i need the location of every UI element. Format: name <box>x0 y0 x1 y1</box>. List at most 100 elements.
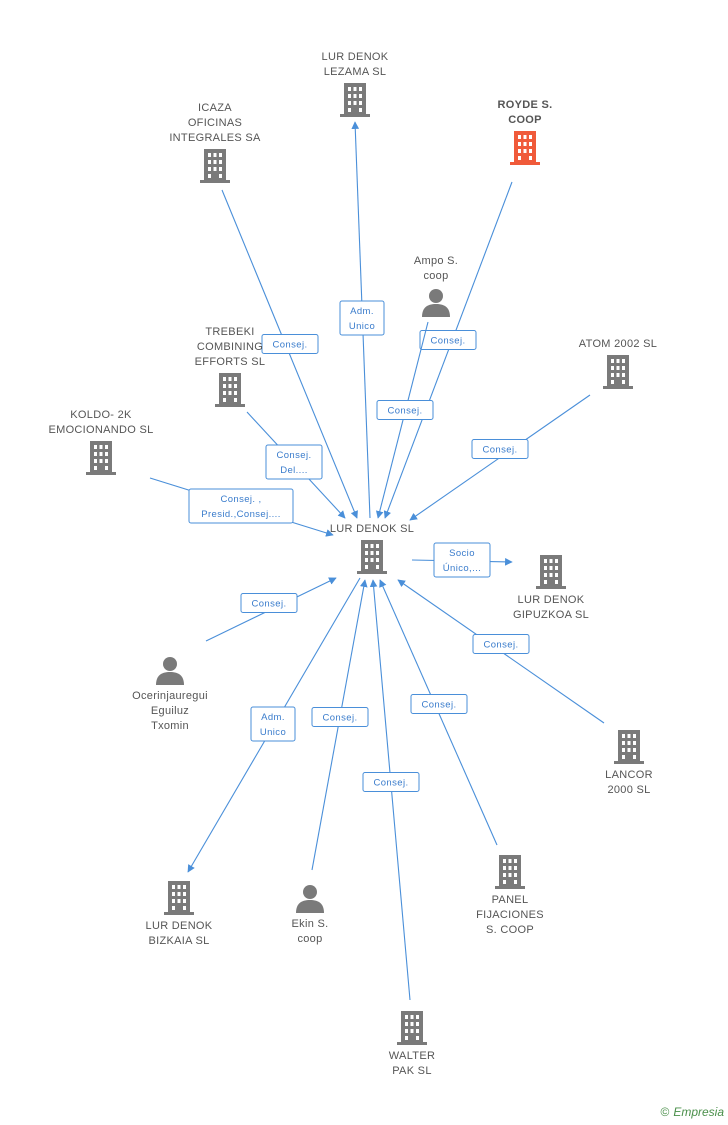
edge-label-box[interactable] <box>362 772 420 792</box>
building-icon <box>357 540 387 574</box>
node-label: LUR DENOK <box>518 594 585 606</box>
node-label: coop <box>423 270 448 282</box>
building-icon <box>495 855 525 889</box>
node-lancor[interactable]: LANCOR 2000 SL <box>605 730 653 796</box>
node-center[interactable]: LUR DENOK SL <box>330 523 414 574</box>
edge-lezama: Adm.Unico <box>339 121 385 519</box>
node-label: LUR DENOK SL <box>330 523 414 535</box>
edge-label-box[interactable] <box>472 634 530 654</box>
node-bizkaia[interactable]: LUR DENOK BIZKAIA SL <box>146 881 213 947</box>
edge-label-box[interactable] <box>261 334 319 354</box>
edge-label-text: Consej. <box>421 700 456 711</box>
node-label: S. COOP <box>486 924 534 936</box>
edge-label-text: Unico <box>260 727 286 738</box>
edge-koldo: Consej. ,Presid.,Consej.... <box>149 477 334 537</box>
node-walter[interactable]: WALTER PAK SL <box>389 1011 435 1077</box>
building-icon <box>164 881 194 915</box>
node-label: GIPUZKOA SL <box>513 609 589 621</box>
edge-label-box[interactable] <box>250 706 296 742</box>
edge-label-text: Consej. <box>272 340 307 351</box>
nodes-layer: LUR DENOK SL LUR DENOK LEZAMA SL ROYDE S.CO… <box>48 51 657 1077</box>
edge-label-box[interactable] <box>339 300 385 336</box>
edge-label-text: Consej. <box>482 445 517 456</box>
edge-label-box[interactable] <box>311 707 369 727</box>
node-label: EFFORTS SL <box>195 356 266 368</box>
node-label: PANEL <box>492 894 529 906</box>
node-label: PAK SL <box>392 1065 432 1077</box>
node-lezama[interactable]: LUR DENOK LEZAMA SL <box>322 51 389 117</box>
node-royde[interactable]: ROYDE S.COOP <box>498 99 553 165</box>
brand-name: Empresia <box>673 1105 724 1119</box>
building-icon <box>200 149 230 183</box>
edge-label-text: Adm. <box>261 712 285 723</box>
building-icon <box>603 355 633 389</box>
node-label: ROYDE S. <box>498 99 553 111</box>
node-label: OFICINAS <box>188 117 242 129</box>
edge-label-text: Consej. <box>430 336 465 347</box>
building-icon <box>86 441 116 475</box>
copyright-symbol: © <box>660 1105 670 1119</box>
node-ampo[interactable]: Ampo S.coop <box>414 255 458 317</box>
person-icon <box>296 885 324 913</box>
person-icon <box>156 657 184 685</box>
edge-icaza: Consej. <box>221 189 358 519</box>
node-gipuzkoa[interactable]: LUR DENOK GIPUZKOA SL <box>513 555 589 621</box>
node-label: FIJACIONES <box>476 909 544 921</box>
node-label: LANCOR <box>605 769 653 781</box>
edge-label-box[interactable] <box>265 444 323 480</box>
node-label: TREBEKI <box>205 326 254 338</box>
edge-label-text: Consej. <box>322 713 357 724</box>
node-ekin[interactable]: Ekin S.coop <box>292 885 329 945</box>
edge-atom: Consej. <box>409 394 591 521</box>
edge-bizkaia: Adm. Unico <box>187 577 361 873</box>
edge-label-text: Socio <box>449 548 475 559</box>
node-label: WALTER <box>389 1050 435 1062</box>
node-atom[interactable]: ATOM 2002 SL <box>579 338 657 389</box>
edge-label-text: Consej. <box>373 778 408 789</box>
node-label: LUR DENOK <box>322 51 389 63</box>
edge-royde: Consej. <box>383 181 513 519</box>
node-label: ICAZA <box>198 102 232 114</box>
edge-label-text: Unico <box>349 321 375 332</box>
edge-label-box[interactable] <box>240 593 298 613</box>
building-icon <box>536 555 566 589</box>
edge-label-box[interactable] <box>471 439 529 459</box>
node-panel[interactable]: PANEL FIJACIONES S. COOP <box>476 855 544 936</box>
person-icon <box>422 289 450 317</box>
node-label: LUR DENOK <box>146 920 213 932</box>
node-label: coop <box>297 933 322 945</box>
node-label: 2000 SL <box>607 784 650 796</box>
edge-label-text: Único,... <box>443 563 481 574</box>
edge-gipuzkoa: SocioÚnico,... <box>411 542 513 578</box>
edge-ocerin: Consej. <box>205 577 337 642</box>
edge-label-text: Consej. <box>251 599 286 610</box>
edge-label-box[interactable] <box>433 542 491 578</box>
edge-label-text: Consej. <box>276 450 311 461</box>
copyright: ©Empresia <box>660 1105 724 1119</box>
edge-ampo: Consej. <box>375 321 434 519</box>
edge-label-box[interactable] <box>188 488 294 524</box>
node-label: BIZKAIA SL <box>148 935 209 947</box>
node-label: LEZAMA SL <box>324 66 387 78</box>
edge-label-box[interactable] <box>376 400 434 420</box>
node-label: EMOCIONANDO SL <box>48 424 153 436</box>
building-icon <box>215 373 245 407</box>
edge-label-box[interactable] <box>410 694 468 714</box>
building-icon <box>614 730 644 764</box>
edge-label-box[interactable] <box>419 330 477 350</box>
edge-ekin: Consej. <box>311 579 369 871</box>
edge-panel: Consej. <box>379 579 498 846</box>
node-icaza[interactable]: ICAZA OFICINAS INTEGRALES SA <box>169 102 261 183</box>
node-label: INTEGRALES SA <box>169 132 261 144</box>
edge-label-text: Consej. <box>483 640 518 651</box>
node-label: Txomin <box>151 720 189 732</box>
edge-walter: Consej. <box>362 579 420 1001</box>
edge-trebeki: Consej. Del.... <box>246 411 346 519</box>
edge-label-text: Consej. , <box>220 494 261 505</box>
edge-label-text: Del.... <box>280 465 308 476</box>
node-label: Eguiluz <box>151 705 189 717</box>
